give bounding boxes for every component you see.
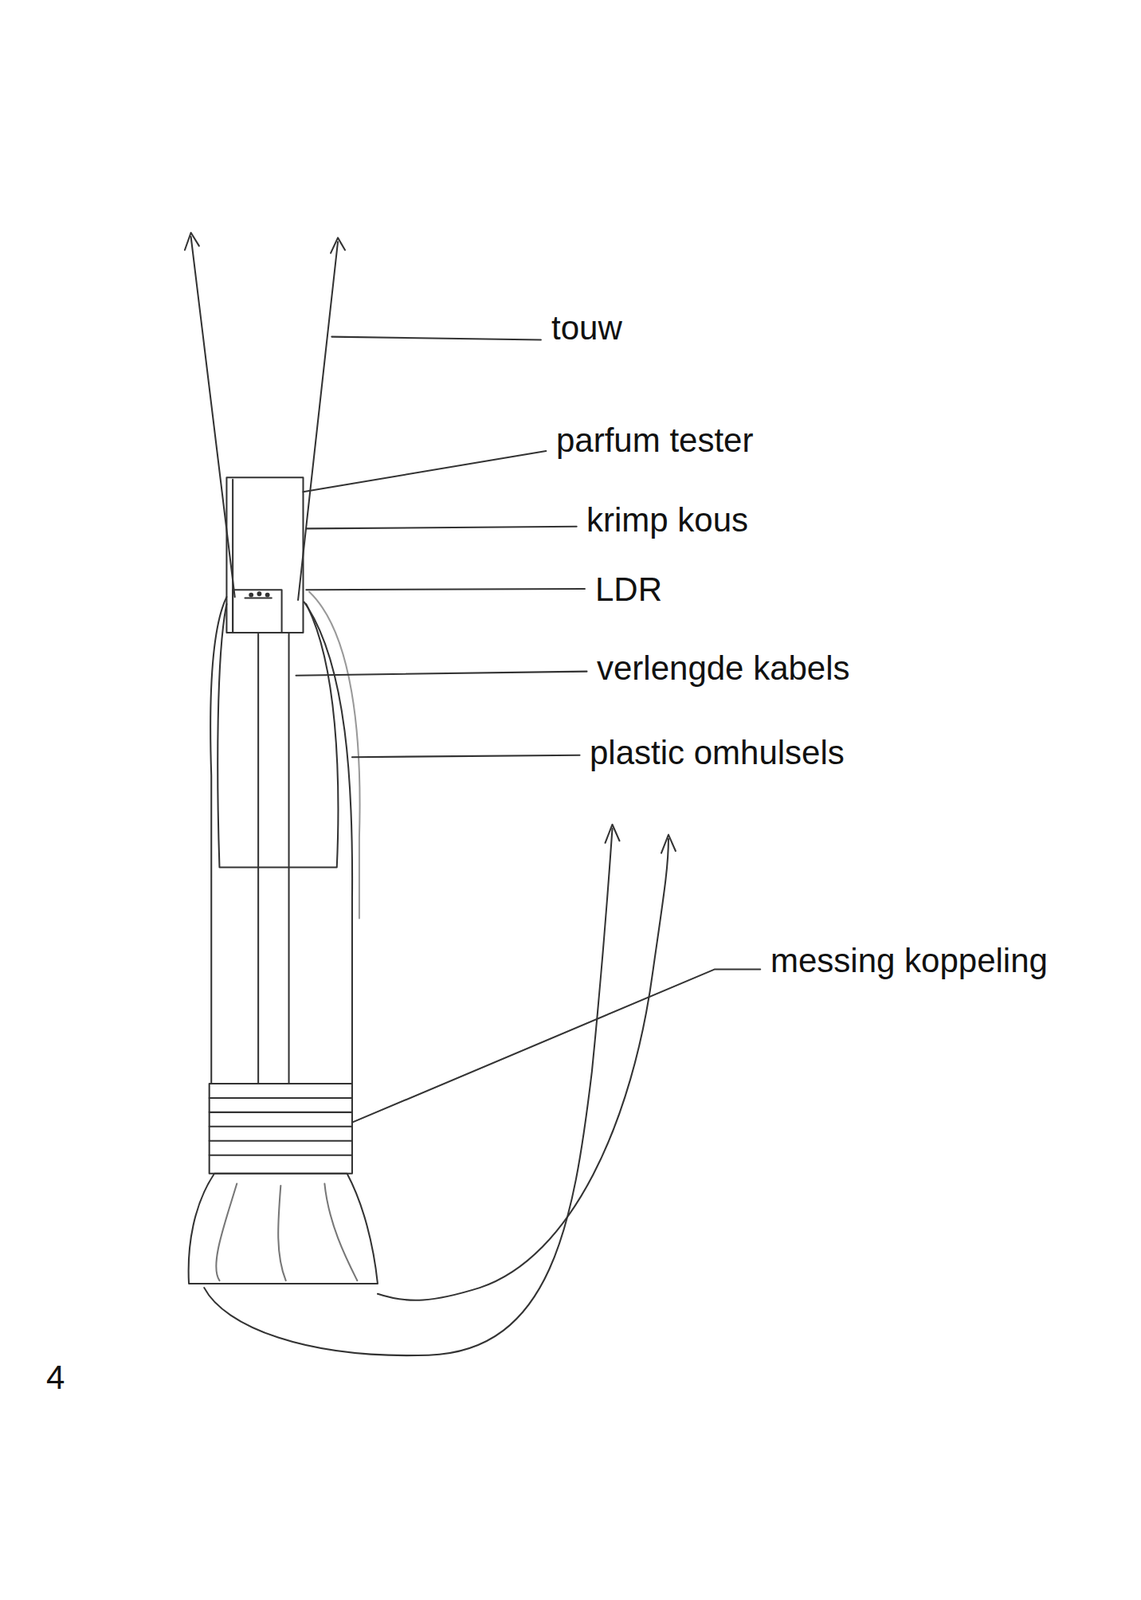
arrowhead bbox=[661, 835, 676, 854]
thread bbox=[209, 1140, 353, 1142]
thread bbox=[209, 1111, 353, 1114]
ldr-holder bbox=[232, 589, 282, 633]
ldr-dot bbox=[266, 593, 270, 597]
leader-line bbox=[331, 337, 542, 341]
leader-line bbox=[305, 526, 577, 530]
rope bbox=[297, 242, 338, 600]
cable-loop bbox=[203, 828, 612, 1356]
arrowhead bbox=[330, 237, 346, 253]
page-number: 4 bbox=[46, 1359, 65, 1396]
casing-shading bbox=[309, 592, 360, 919]
petal bbox=[278, 1185, 287, 1281]
part-label: touw bbox=[551, 309, 623, 347]
leader-line bbox=[305, 588, 585, 590]
part-label: parfum tester bbox=[556, 422, 753, 459]
cable bbox=[288, 632, 291, 1084]
petal bbox=[324, 1184, 357, 1282]
ldr bbox=[244, 596, 271, 599]
inner-casing bbox=[217, 603, 338, 867]
thread bbox=[209, 1154, 353, 1157]
perfume-tester bbox=[226, 477, 303, 633]
leader-line bbox=[296, 671, 588, 676]
cable-loop bbox=[377, 839, 669, 1301]
leader-line bbox=[302, 450, 546, 492]
part-label: krimp kous bbox=[586, 501, 749, 539]
part-label: verlengde kabels bbox=[596, 650, 851, 687]
cable bbox=[257, 632, 259, 1084]
flared-base bbox=[188, 1173, 378, 1284]
ldr-dot bbox=[257, 592, 261, 596]
petal bbox=[215, 1184, 237, 1282]
ldr-dot bbox=[249, 593, 253, 597]
rope bbox=[191, 236, 236, 597]
arrowhead bbox=[605, 824, 620, 844]
leader-line bbox=[352, 755, 581, 758]
brass-coupling bbox=[209, 1083, 353, 1174]
leader-line bbox=[352, 969, 761, 1123]
outer-casing bbox=[210, 596, 353, 1084]
part-label: messing koppeling bbox=[770, 942, 1048, 980]
arrowhead bbox=[184, 232, 200, 251]
part-label: LDR bbox=[595, 571, 663, 608]
thread bbox=[209, 1097, 353, 1099]
thread bbox=[209, 1125, 353, 1128]
part-label: plastic omhulsels bbox=[589, 734, 845, 772]
